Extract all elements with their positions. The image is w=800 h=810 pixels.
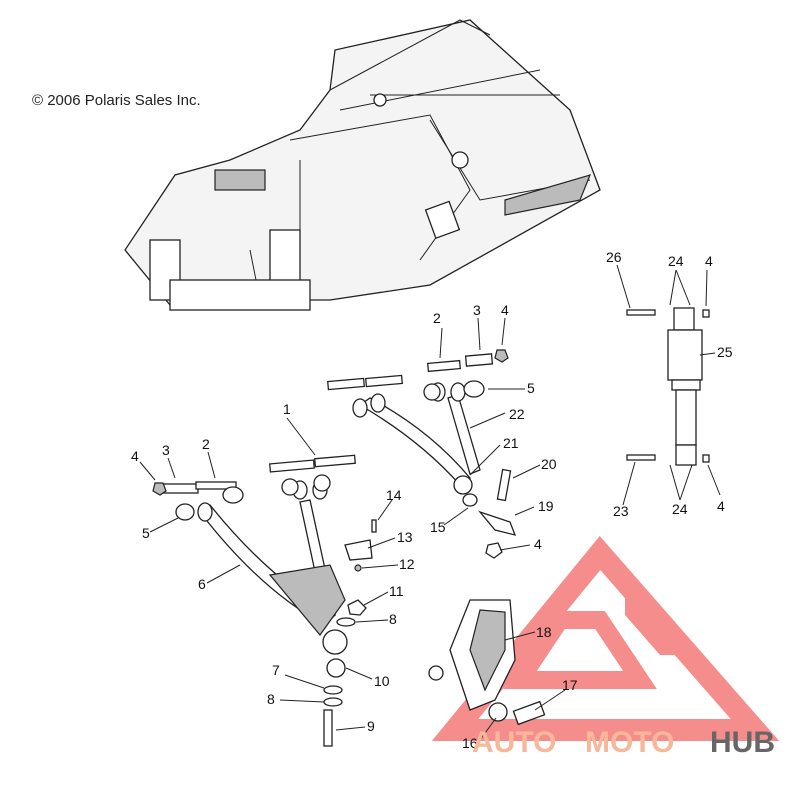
callout-23: 23: [613, 503, 629, 519]
callout-14: 14: [386, 487, 402, 503]
callout-25: 25: [717, 344, 733, 360]
callout-10: 10: [374, 673, 390, 689]
watermark-auto: AUTO: [472, 726, 556, 759]
callout-15: 15: [430, 519, 446, 535]
hardware: [323, 468, 517, 747]
callout-21: 21: [503, 435, 519, 451]
callout-6: 6: [198, 576, 206, 592]
shock-absorber: [626, 307, 710, 466]
callout-22: 22: [509, 406, 525, 422]
callout-2-lower: 2: [202, 436, 210, 452]
callout-16: 16: [462, 735, 478, 751]
callout-7: 7: [272, 662, 280, 678]
callout-2-upper: 2: [433, 310, 441, 326]
callout-labels: 1 2 3 4 5 6 7 8 9 10 11 12 13 14 15 16 1…: [131, 249, 733, 751]
callout-8-lower: 8: [267, 691, 275, 707]
callout-26: 26: [606, 249, 622, 265]
upper-a-arm: [352, 382, 481, 495]
callout-4-shock-bottom: 4: [717, 498, 725, 514]
callout-9: 9: [367, 718, 375, 734]
callout-17: 17: [562, 677, 578, 693]
watermark-text: AUTO MOTO HUB: [472, 726, 775, 759]
callout-5-lower: 5: [142, 525, 150, 541]
upper-shafts: [327, 349, 509, 401]
chassis-frame: [124, 19, 601, 311]
callout-4-upper: 4: [501, 302, 509, 318]
callout-24-lower: 24: [672, 501, 688, 517]
lower-shafts: [152, 454, 356, 521]
lower-a-arm: [197, 480, 348, 655]
copyright-notice: © 2006 Polaris Sales Inc.: [32, 92, 201, 109]
callout-5-upper: 5: [527, 380, 535, 396]
callout-19: 19: [538, 498, 554, 514]
callout-3-upper: 3: [473, 302, 481, 318]
callout-4-shock-top: 4: [705, 253, 713, 269]
callout-11: 11: [389, 583, 404, 599]
callout-12: 12: [399, 556, 415, 572]
callout-24-upper: 24: [668, 253, 684, 269]
callout-18: 18: [536, 624, 552, 640]
callout-3-lower: 3: [162, 442, 170, 458]
callout-4-tierod: 4: [534, 536, 542, 552]
callout-4-lower: 4: [131, 448, 139, 464]
leader-lines: [139, 264, 721, 741]
callout-20: 20: [541, 456, 557, 472]
watermark-moto: MOTO: [585, 726, 674, 759]
callout-8-upper: 8: [389, 611, 397, 627]
spindle: [428, 599, 546, 726]
callout-1: 1: [283, 401, 291, 417]
watermark-logo-icon: [431, 535, 780, 741]
watermark-hub: HUB: [710, 726, 775, 759]
callout-13: 13: [397, 529, 413, 545]
